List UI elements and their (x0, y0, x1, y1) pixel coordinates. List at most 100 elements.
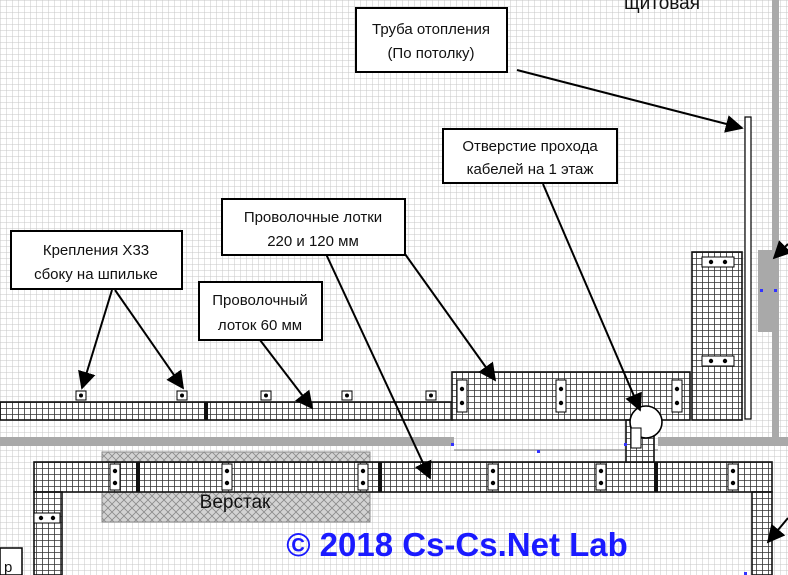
mount-dot (345, 393, 349, 398)
bracket-hole (112, 480, 118, 486)
bracket-hole (360, 480, 366, 486)
selection-markers (451, 289, 777, 575)
wall-horizontal (0, 437, 454, 446)
wall-horizontal-right (658, 437, 788, 446)
callout-heating-pipe: Труба отопления (По потолку) (355, 7, 508, 73)
bracket-vertical (727, 463, 739, 491)
bracket-hole (598, 480, 604, 486)
tray-vertical-riser (691, 251, 743, 421)
wall-right-vertical (772, 0, 779, 442)
bracket-hole (459, 400, 465, 406)
bracket-hole (558, 400, 564, 406)
leader-arrows (78, 69, 788, 544)
bracket-vertical (357, 463, 369, 491)
callout-wire-trays: Проволочные лотки 220 и 120 мм (221, 198, 406, 256)
tray-left-down (33, 491, 63, 575)
bracket-hole (708, 358, 714, 364)
arrow-heating-pipe (516, 69, 744, 133)
bracket-hole (112, 468, 118, 474)
workbench-label: Верстак (200, 492, 271, 513)
arrow-wire-trays-upper (404, 253, 497, 382)
bracket-vertical (487, 463, 499, 491)
arrow-right-bottom (766, 517, 788, 544)
bracket-hole (722, 259, 728, 265)
callout-tray-60: Проволочный лоток 60 мм (198, 281, 323, 341)
selection-marker (774, 289, 777, 292)
bracket-hole (674, 386, 680, 392)
callout-line: Проволочные лотки (244, 209, 382, 226)
selection-marker (624, 443, 627, 446)
callout-cable-hole: Отверстие прохода кабелей на 1 этаж (442, 128, 618, 184)
tray-lower-joint-1 (136, 462, 140, 492)
callout-line: Крепления Х33 (43, 242, 149, 259)
tray-lower-joint-2 (378, 462, 382, 492)
arrow-cable-hole (542, 183, 642, 412)
bracket-horizontal (701, 256, 735, 268)
selection-marker (451, 443, 454, 446)
left-edge-label-box (0, 547, 23, 575)
mount-dots-tray-60 (79, 393, 433, 398)
bracket-vertical (595, 463, 607, 491)
mount-dot (429, 393, 433, 398)
callout-line: кабелей на 1 этаж (467, 161, 594, 178)
callout-line: Отверстие прохода (462, 138, 598, 155)
bracket-horizontal (701, 355, 735, 367)
bracket-hole (50, 515, 56, 521)
bracket-hole (730, 468, 736, 474)
callout-box (10, 230, 183, 290)
bracket-hole (490, 468, 496, 474)
bracket-vertical (671, 379, 683, 413)
bracket-vertical (555, 379, 567, 413)
bracket-hole (722, 358, 728, 364)
selection-marker (744, 572, 747, 575)
bracket-hole (708, 259, 714, 265)
tray-60mm-joint (204, 402, 208, 420)
arrow-mounts-left (78, 289, 113, 390)
callout-line: сбоку на шпильке (34, 266, 158, 283)
callout-line: Проволочный (212, 292, 307, 309)
callout-line: лоток 60 мм (218, 317, 302, 334)
bracket-vertical (221, 463, 233, 491)
bracket-vertical (109, 463, 121, 491)
bracket-vertical (630, 427, 642, 449)
bracket-vertical (456, 379, 468, 413)
room-label: щитовая (624, 0, 700, 14)
callout-box (221, 198, 406, 256)
bracket-hole (224, 480, 230, 486)
tray-220-lower (33, 461, 773, 493)
callout-line: (По потолку) (387, 45, 474, 62)
selection-marker (760, 289, 763, 292)
callout-box (355, 7, 508, 73)
tray-right-down (751, 491, 773, 575)
arrow-mounts-right (114, 289, 185, 390)
mount-dot (180, 393, 184, 398)
bracket-hole (38, 515, 44, 521)
mount-dot (79, 393, 83, 398)
bracket-hole (674, 400, 680, 406)
tray-60mm (0, 401, 453, 421)
copyright-watermark: © 2018 Cs-Cs.Net Lab (286, 526, 628, 563)
bracket-hole (598, 468, 604, 474)
arrow-tray-60 (259, 339, 314, 410)
callout-box (442, 128, 618, 184)
bracket-hole (360, 468, 366, 474)
bracket-hole (224, 468, 230, 474)
arrow-right-pillar (772, 240, 788, 260)
brackets-vertical (109, 379, 739, 491)
bracket-hole (730, 480, 736, 486)
bracket-horizontal (33, 512, 61, 524)
brackets-horizontal (33, 256, 735, 524)
bracket-hole (459, 386, 465, 392)
arrow-wire-trays-lower (325, 253, 432, 480)
mount-dot (264, 393, 268, 398)
selection-marker (537, 450, 540, 453)
bracket-hole (558, 386, 564, 392)
tray-lower-joint-3 (654, 462, 658, 492)
left-edge-label: р (4, 559, 12, 575)
callout-line: 220 и 120 мм (267, 233, 359, 250)
callout-mounts: Крепления Х33 сбоку на шпильке (10, 230, 183, 290)
heating-pipe (744, 116, 752, 420)
bracket-hole (490, 480, 496, 486)
